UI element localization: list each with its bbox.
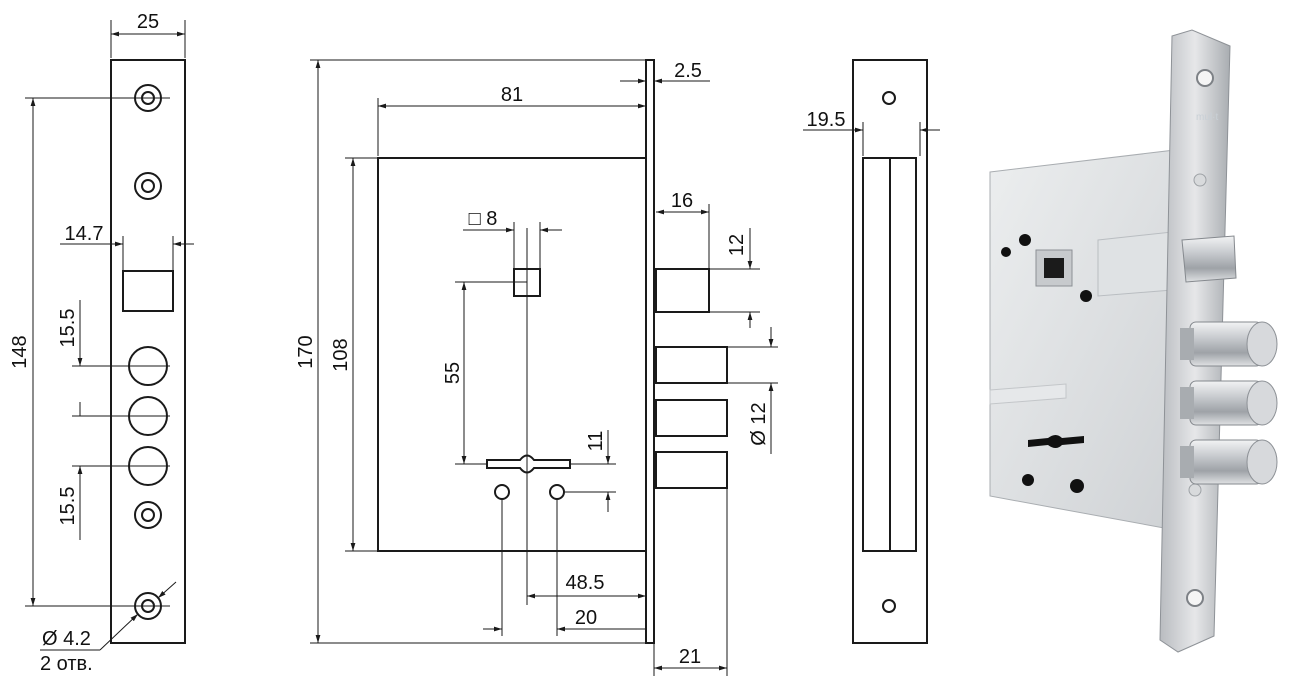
lock-case: [377, 157, 647, 552]
dim-case-width: 81: [501, 84, 523, 106]
bolt-2: [655, 399, 728, 437]
dim-bolt-spacing-bottom: 15.5: [57, 487, 79, 526]
dim-bolt-diameter: Ø 12: [748, 402, 770, 445]
keyhole-slot: [486, 454, 571, 474]
fix-hole-right: [549, 484, 565, 500]
side-plate-outline: [852, 59, 928, 644]
dim-case-height: 108: [330, 338, 352, 371]
side-screw-bottom: [882, 599, 896, 613]
screw-hole-lower: [134, 501, 162, 529]
bolt-1: [655, 346, 728, 384]
lock-body: [989, 149, 1176, 531]
dim-key-slot: 11: [585, 431, 607, 452]
dim-bolt-throw: 21: [679, 646, 701, 668]
dim-latch-throw: 16: [671, 190, 693, 212]
svg-text:mul·t: mul·t: [1196, 112, 1218, 123]
dim-backset: 48.5: [566, 572, 605, 594]
dim-strike-width: 25: [137, 11, 159, 33]
strike-plate-outline: [110, 59, 186, 644]
side-screw-top: [882, 91, 896, 105]
dim-bolt-spacing-top: 15.5: [57, 309, 79, 348]
side-view: 19.5: [803, 59, 940, 644]
dim-total-height: 170: [295, 335, 317, 368]
dim-plate-thickness: 2.5: [674, 60, 702, 82]
mortise-lock-photo-icon: mul·t: [989, 29, 1278, 653]
latch-slot: [122, 270, 174, 312]
latch-tongue: [655, 268, 710, 313]
fix-hole-left: [494, 484, 510, 500]
hole-count-note: 2 отв.: [40, 653, 93, 675]
dim-side-depth: 19.5: [807, 109, 846, 131]
dim-slot-width: 14.7: [65, 223, 104, 245]
dim-latch-height: 12: [726, 234, 748, 256]
bolt-3: [655, 451, 728, 489]
dim-hole-diameter: Ø 4.2: [42, 628, 91, 650]
dim-key-offset: 20: [575, 607, 597, 629]
dim-spindle-to-key: 55: [442, 362, 464, 384]
photo-bolt-3: [1180, 439, 1278, 485]
dim-strike-height: 148: [9, 335, 31, 368]
face-plate: [645, 59, 655, 644]
screw-hole-upper: [134, 172, 162, 200]
photo-keyhole: [1028, 435, 1084, 448]
photo-bolt-1: [1180, 321, 1278, 367]
photo-bolt-2: [1180, 380, 1278, 426]
front-view: 2.5 81 170 108 □ 8 55 11 48.5: [295, 59, 778, 676]
strike-plate-view: 25 148 14.7 15.5 15.5 Ø 4.2 2 отв.: [9, 11, 194, 675]
photo-latch: [1181, 235, 1237, 283]
dim-spindle-square: □ 8: [469, 208, 498, 230]
